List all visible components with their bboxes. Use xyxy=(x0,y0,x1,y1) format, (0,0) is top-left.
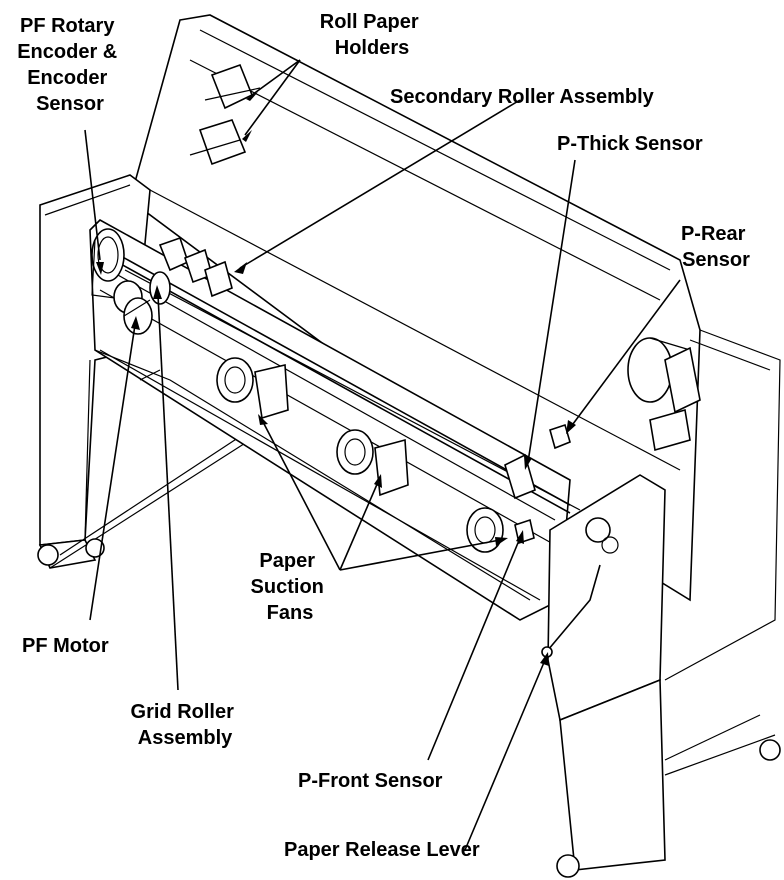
label-paper-release-lever: Paper Release Lever xyxy=(284,839,480,861)
label-pf-rotary: PF Rotary Encoder & Encoder Sensor xyxy=(17,15,123,115)
label-pf-motor: PF Motor xyxy=(22,635,109,657)
roller-rod xyxy=(109,249,571,506)
secondary-rollers xyxy=(158,236,233,298)
labels: PF Rotary Encoder & Encoder Sensor Roll … xyxy=(17,11,751,861)
paper-release-lever xyxy=(541,517,619,658)
p-rear-sensor-drawing xyxy=(549,423,571,450)
label-p-rear-sensor: P-Rear Sensor xyxy=(681,223,751,271)
roll-paper-holders-drawing xyxy=(189,63,261,166)
right-roll-holder xyxy=(627,337,701,452)
label-secondary-roller: Secondary Roller Assembly xyxy=(390,86,655,108)
pf-motor xyxy=(123,297,153,335)
grid-roller-end xyxy=(149,271,171,305)
label-p-front-sensor: P-Front Sensor xyxy=(298,770,443,792)
label-paper-suction-fans: Paper Suction Fans xyxy=(251,550,330,624)
right-leg xyxy=(559,678,666,871)
suction-fan-1 xyxy=(216,357,289,420)
suction-fan-2 xyxy=(336,429,409,497)
leader-lines xyxy=(84,59,681,851)
printer-illustration xyxy=(37,14,781,878)
label-p-thick-sensor: P-Thick Sensor xyxy=(557,133,703,155)
label-roll-paper-holders: Roll Paper Holders xyxy=(320,11,424,59)
p-thick-sensor-drawing xyxy=(504,453,536,500)
right-caster xyxy=(556,854,580,878)
left-caster xyxy=(37,544,59,566)
label-grid-roller-assembly: Grid Roller Assembly xyxy=(131,701,240,749)
